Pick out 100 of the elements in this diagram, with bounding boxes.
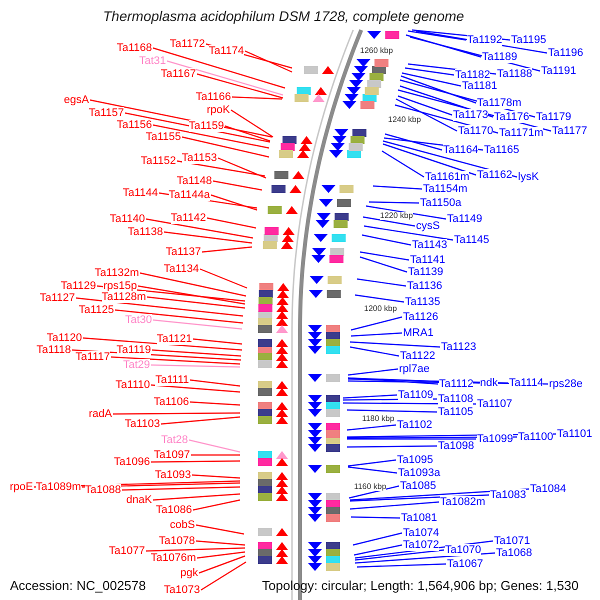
leader-line bbox=[206, 217, 256, 229]
leader-line bbox=[372, 185, 422, 190]
gene-label: Ta1099 bbox=[477, 433, 514, 445]
leader-line bbox=[82, 337, 242, 351]
leader-line bbox=[356, 278, 406, 287]
leader-line bbox=[224, 125, 270, 142]
gene-label: Ta1138 bbox=[128, 226, 163, 238]
gene-label: Ta1089m bbox=[36, 481, 81, 493]
gene-label: Ta1093a bbox=[398, 467, 440, 479]
gene-label: Ta1096 bbox=[114, 456, 150, 468]
leader-line bbox=[146, 218, 254, 239]
gene-label: Tat31 bbox=[139, 55, 166, 67]
gene-label: Ta1085 bbox=[400, 480, 436, 492]
gene-label: Ta1117 bbox=[76, 351, 110, 363]
leader-line bbox=[396, 98, 458, 132]
gene-label: Ta1083 bbox=[490, 489, 526, 501]
gene-label: Ta1101 bbox=[557, 428, 592, 440]
gene-label: Ta1074 bbox=[403, 527, 440, 539]
leader-line bbox=[404, 67, 454, 76]
gene-label: Ta1171m bbox=[499, 127, 544, 139]
leader-line bbox=[146, 547, 246, 552]
leader-line bbox=[350, 501, 440, 510]
gene-label: Ta1168 bbox=[116, 42, 152, 54]
leader-line bbox=[406, 34, 482, 58]
genome-info-text: Topology: circular; Length: 1,564,906 bp; Genes: 1,530 bbox=[262, 579, 579, 592]
gene-label: ndk bbox=[480, 377, 498, 389]
gene-label: Ta1084 bbox=[530, 483, 566, 495]
leader-line bbox=[347, 445, 437, 448]
leader-line bbox=[122, 486, 240, 491]
leader-line bbox=[140, 272, 246, 297]
scale-tick-label: 1200 kbp bbox=[364, 305, 397, 313]
leader-line bbox=[348, 459, 396, 467]
scale-tick-label: 1160 kbp bbox=[354, 483, 386, 491]
gene-label: MRA1 bbox=[403, 327, 434, 339]
leader-line bbox=[138, 285, 246, 305]
gene-label: Ta1156 bbox=[116, 119, 152, 131]
leader-line bbox=[348, 368, 398, 376]
leader-line bbox=[352, 532, 402, 546]
gene-label: Ta1192 bbox=[467, 34, 502, 46]
gene-label: Ta1070 bbox=[445, 544, 482, 556]
gene-label: rpoE bbox=[10, 481, 33, 493]
leader-line bbox=[152, 349, 242, 357]
gene-label: Ta1173 bbox=[453, 109, 488, 121]
leader-line bbox=[362, 234, 412, 246]
gene-label: Ta1178m bbox=[477, 97, 522, 109]
leader-line bbox=[347, 438, 476, 440]
gene-label: lysK bbox=[518, 171, 539, 183]
leader-line bbox=[382, 150, 424, 178]
gene-label: Ta1105 bbox=[438, 406, 474, 418]
leader-line bbox=[152, 124, 270, 149]
leader-line bbox=[364, 225, 454, 241]
leader-line bbox=[350, 316, 402, 331]
gene-label: Ta1129 bbox=[60, 280, 96, 292]
gene-label: Ta1165 bbox=[484, 144, 520, 156]
gene-label: rps28e bbox=[549, 378, 583, 390]
leader-line bbox=[166, 60, 284, 96]
leader-line bbox=[348, 485, 400, 499]
leader-line bbox=[210, 194, 258, 211]
gene-label: Ta1170 bbox=[458, 125, 494, 137]
gene-label: Ta1126 bbox=[403, 311, 438, 323]
leader-line bbox=[360, 251, 410, 261]
leader-line bbox=[382, 143, 476, 176]
gene-label: Ta1107 bbox=[477, 398, 512, 410]
gene-label: Ta1100 bbox=[518, 431, 554, 443]
leader-line bbox=[146, 296, 246, 309]
gene-label: rps15p bbox=[103, 280, 137, 292]
leader-line bbox=[354, 294, 404, 303]
gene-label: Ta1144 bbox=[122, 187, 158, 199]
leader-line bbox=[202, 246, 252, 253]
leader-line bbox=[362, 216, 416, 227]
gene-label: Ta1121 bbox=[156, 333, 192, 345]
gene-label: Ta1073 bbox=[164, 584, 200, 596]
gene-label: Ta1143 bbox=[412, 239, 448, 251]
gene-label: Ta1120 bbox=[46, 332, 82, 344]
gene-label: Ta1132m bbox=[94, 267, 139, 279]
gene-label: Ta1177 bbox=[552, 125, 588, 137]
gene-label: Ta1134 bbox=[164, 263, 199, 275]
gene-label: Ta1172 bbox=[170, 38, 205, 50]
leader-line bbox=[191, 454, 240, 456]
leader-line bbox=[212, 180, 262, 191]
gene-label: Ta1067 bbox=[447, 558, 484, 570]
leader-line bbox=[200, 268, 248, 289]
gene-label: Ta1095 bbox=[397, 454, 434, 466]
leader-line bbox=[150, 384, 240, 393]
gene-label: Ta1144a bbox=[168, 189, 210, 201]
leader-line bbox=[150, 364, 240, 368]
leader-line bbox=[350, 341, 440, 348]
leader-line bbox=[350, 332, 402, 337]
gene-label: Ta1122 bbox=[400, 350, 436, 362]
scale-tick-label: 1180 kbp bbox=[362, 415, 394, 423]
leader-line bbox=[114, 309, 244, 324]
gene-label: Ta1139 bbox=[408, 266, 444, 278]
genome-info-text: Accession: NC_002578 bbox=[10, 579, 146, 592]
leader-line bbox=[192, 338, 242, 345]
leader-line bbox=[76, 297, 244, 317]
gene-label: Ta1164 bbox=[443, 144, 478, 156]
leader-line bbox=[176, 160, 266, 177]
leader-line bbox=[366, 205, 446, 220]
gene-label: Ta1154m bbox=[423, 183, 468, 195]
gene-label: rpl7ae bbox=[399, 363, 430, 375]
